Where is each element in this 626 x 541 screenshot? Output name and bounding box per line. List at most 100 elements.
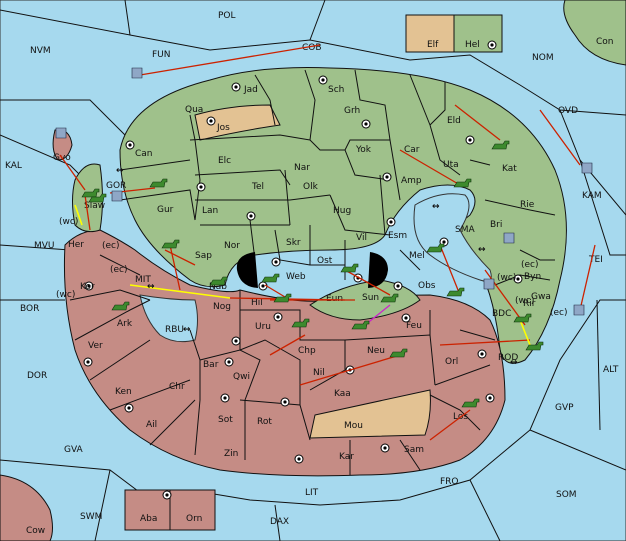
label-lit: LIT [305,488,319,498]
region-con[interactable] [563,0,626,66]
army-unit-icon[interactable] [209,276,228,286]
army-unit-icon[interactable] [340,263,359,273]
supply-center-dot [227,360,231,364]
region-mou[interactable] [309,389,431,439]
label-rot: Rot [257,417,272,427]
army-unit-icon[interactable] [273,293,292,303]
supply-center-dot [297,457,301,461]
army-unit-icon[interactable] [513,313,532,323]
label-sot: Sot [218,415,233,425]
army-unit-icon[interactable] [149,178,168,188]
label-ken: Ken [115,387,132,397]
fleet-unit-icon[interactable] [483,278,495,290]
label-ec: (ec) [102,241,120,251]
fleet-unit-icon[interactable] [503,232,515,244]
fleet-unit-icon[interactable] [581,162,593,174]
label-can: Can [135,149,153,159]
label-skr: Skr [286,238,301,248]
label-ost: Ost [317,256,333,266]
label-kor: Kor [80,282,95,292]
label-nog: Nog [213,302,231,312]
army-unit-icon[interactable] [453,178,472,188]
label-uru: Uru [255,322,271,332]
army-unit-icon[interactable] [291,318,310,328]
supply-center-dot [128,143,132,147]
supply-center-dot [404,316,408,320]
label-ec: (ec) [521,260,539,270]
supply-center-dot [468,138,472,142]
label-sch: Sch [328,85,344,95]
supply-center-dot [127,406,131,410]
box-orn [169,489,216,531]
army-unit-icon[interactable] [446,287,465,297]
label-lan: Lan [202,206,218,216]
passage-arrow-icon: ↔ [432,202,440,212]
label-gvp: GVP [555,403,574,413]
label-dor: DOR [27,371,47,381]
label-gwa: Gwa [531,292,551,302]
army-unit-icon[interactable] [88,193,107,203]
sea-rbu[interactable] [139,294,198,343]
label-esm: Esm [388,231,407,241]
label-nil: Nil [313,368,325,378]
supply-center-dot [488,396,492,400]
army-unit-icon[interactable] [525,341,544,351]
label-orl: Orl [445,357,458,367]
label-nar: Nar [294,163,310,173]
label-ovd: OVD [558,106,578,116]
passage-arrow-icon: ↔ [116,166,124,176]
army-unit-icon[interactable] [461,398,480,408]
label-nab: Nab [209,282,227,292]
army-unit-icon[interactable] [380,293,399,303]
fleet-unit-icon[interactable] [573,304,585,316]
region-slaw[interactable] [72,163,103,233]
label-wc: (wc) [56,290,75,300]
supply-center-dot [276,315,280,319]
region-jos[interactable] [194,104,281,141]
army-unit-icon[interactable] [389,348,408,358]
label-slaw: Slaw [84,201,105,211]
label-cow: Cow [26,526,45,536]
label-rod: ROD [498,353,518,363]
fleet-unit-icon[interactable] [55,127,67,139]
fleet-unit-icon[interactable] [131,67,143,79]
supply-center-dot [442,240,446,244]
label-wc: (wc) [59,217,78,227]
label-sap: Sap [195,251,212,261]
supply-center-dot [389,220,393,224]
army-unit-icon[interactable] [111,301,130,311]
label-olk: Olk [303,182,319,192]
black-cap-right [368,252,388,288]
label-aba: Aba [140,514,157,524]
army-unit-icon[interactable] [351,320,370,330]
label-alt: ALT [603,365,619,375]
army-unit-icon[interactable] [161,239,180,249]
label-fun: FUN [152,50,171,60]
label-ail: Ail [146,420,157,430]
label-kal: KAL [5,161,22,171]
army-unit-icon[interactable] [261,273,280,283]
label-chr: Chr [169,382,185,392]
army-unit-icon[interactable] [426,243,445,253]
legend-box-hel [453,14,503,53]
label-mou: Mou [344,421,363,431]
label-grh: Grh [344,106,360,116]
region-cow[interactable] [0,474,53,541]
supply-center-dot [490,43,494,47]
label-rbu: RBU [165,325,184,335]
label-bdc: BDC [492,309,511,319]
army-unit-icon[interactable] [81,188,100,198]
supply-center-dot [234,339,238,343]
army-unit-icon[interactable] [491,140,510,150]
fleet-unit-icon[interactable] [111,190,123,202]
label-fro: FRO [440,477,459,487]
label-som: SOM [556,490,577,500]
supply-center-dot [199,185,203,189]
label-nor: Nor [224,241,240,251]
label-feu: Feu [406,321,422,331]
label-dax: DAX [270,517,289,527]
label-jad: Jad [243,85,258,95]
label-rir: Rir [523,299,536,309]
sea-sma[interactable] [413,193,492,282]
